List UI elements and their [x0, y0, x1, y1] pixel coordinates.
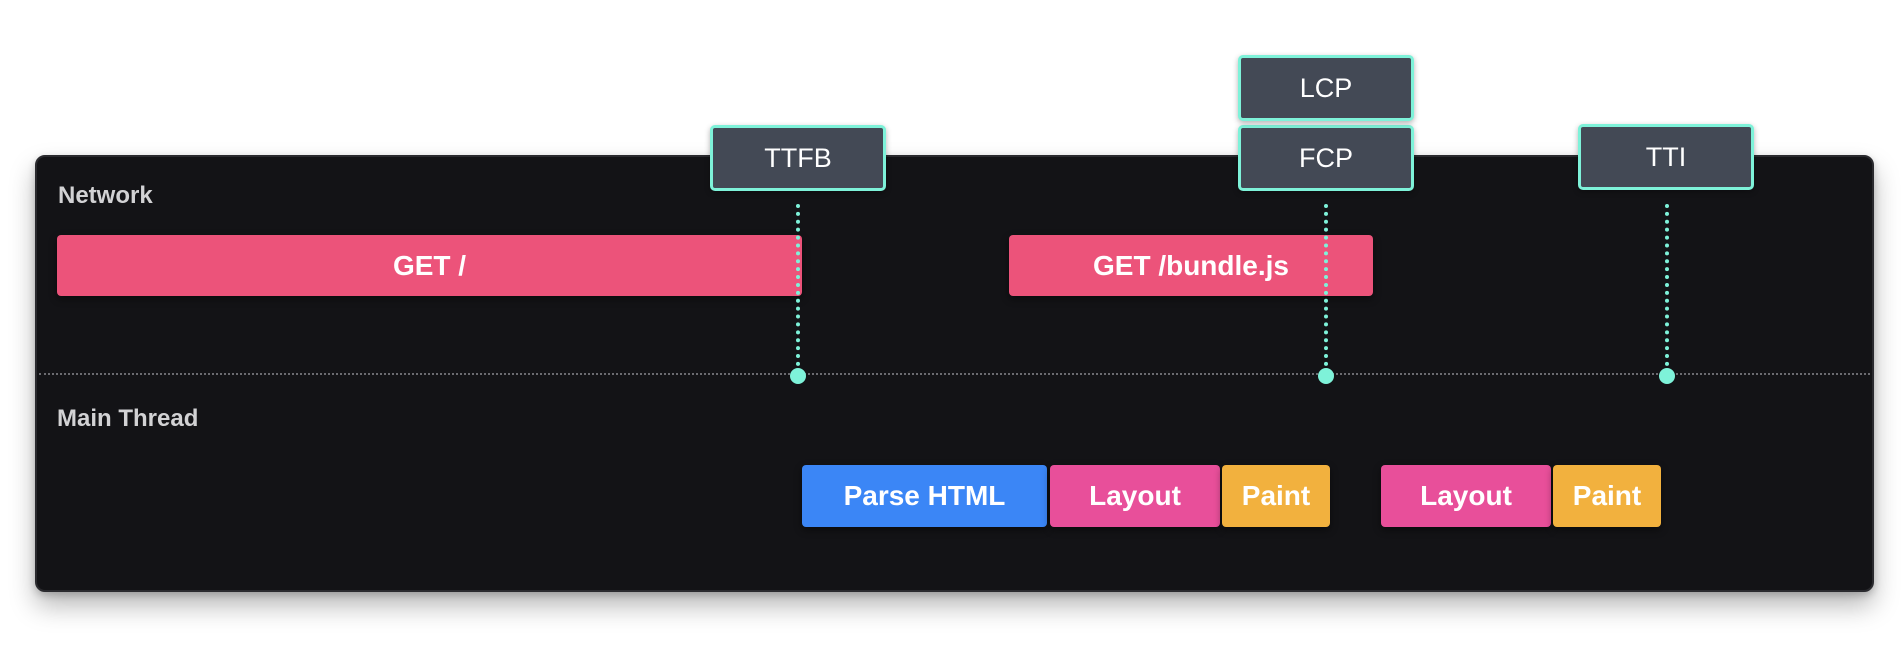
- task-bar-paint-second: Paint: [1553, 465, 1661, 527]
- task-label: Paint: [1241, 480, 1311, 511]
- task-bar-layout-second: Layout: [1381, 465, 1551, 527]
- tti-marker: TTI: [1578, 124, 1754, 190]
- fcp-marker-dot: [1318, 368, 1334, 384]
- metric-label: TTFB: [764, 142, 832, 173]
- lane-divider: [39, 373, 1870, 375]
- request-bar-get-root: GET /: [57, 235, 802, 296]
- ttfb-marker-line: [796, 204, 800, 374]
- metric-label: LCP: [1299, 72, 1353, 103]
- main-thread-section-label: Main Thread: [57, 405, 199, 432]
- tti-marker-dot: [1659, 368, 1675, 384]
- ttfb-marker-dot: [790, 368, 806, 384]
- task-label: Layout: [1420, 480, 1512, 511]
- request-label: GET /bundle.js: [1092, 249, 1289, 281]
- task-bar-parse-html: Parse HTML: [802, 465, 1047, 527]
- metric-label: FCP: [1299, 142, 1353, 173]
- task-label: Parse HTML: [843, 480, 1006, 511]
- lcp-marker: LCP: [1238, 55, 1414, 121]
- task-bar-paint: Paint: [1222, 465, 1330, 527]
- request-label: GET /: [392, 249, 467, 281]
- request-bar-get-bundle: GET /bundle.js: [1009, 235, 1373, 296]
- metric-label: TTI: [1645, 141, 1687, 172]
- ttfb-marker: TTFB: [710, 125, 886, 191]
- network-section-label: Network: [58, 182, 153, 209]
- fcp-marker-line: [1324, 204, 1328, 374]
- task-bar-layout: Layout: [1050, 465, 1220, 527]
- fcp-marker: FCP: [1238, 125, 1414, 191]
- task-label: Layout: [1089, 480, 1181, 511]
- tti-marker-line: [1665, 204, 1669, 374]
- task-label: Paint: [1572, 480, 1642, 511]
